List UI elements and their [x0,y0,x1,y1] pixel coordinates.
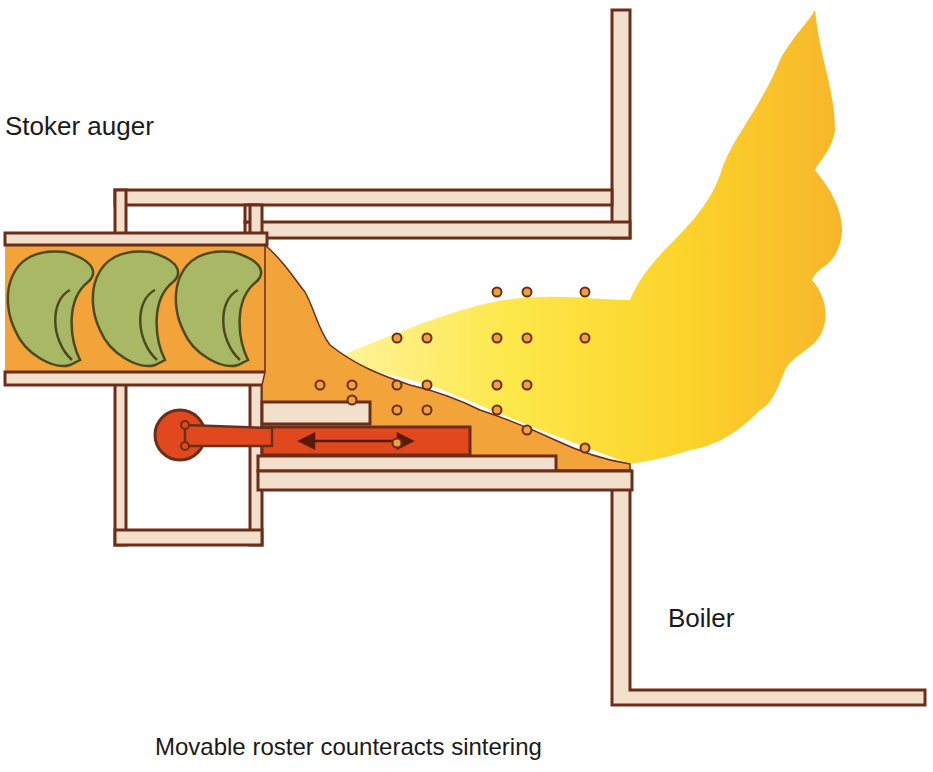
part-label: Boiler [668,604,734,634]
chamber-floor [258,471,632,490]
air-hole [423,334,432,343]
air-hole [523,334,532,343]
crank-pin [181,442,189,450]
air-hole [523,288,532,297]
air-hole [493,406,502,415]
air-hole [393,334,402,343]
auger-flight [93,251,178,366]
crank-pin [181,421,189,429]
air-hole [393,439,402,448]
movable-roster [262,427,470,455]
auger-flight-edge [223,290,240,360]
auger-tube [5,245,265,372]
burner-cover [115,190,612,205]
air-hole [348,381,357,390]
air-hole [581,288,590,297]
caption: Movable roster counteracts sintering [155,733,542,761]
air-hole [581,334,590,343]
auger-tube-wall [5,372,267,385]
grate-base [258,456,556,471]
air-hole [393,406,402,415]
air-hole [348,396,357,405]
air-hole [523,381,532,390]
air-hole [493,288,502,297]
air-hole [423,406,432,415]
air-hole [423,381,432,390]
auger-tube-wall [5,233,267,245]
crank-rod [185,425,272,446]
boiler-wall [612,470,925,705]
fuel-pile [262,245,630,470]
auger-flight [8,251,93,366]
auger-flight-edge [140,290,157,360]
air-hole [523,426,532,435]
air-hole [316,381,325,390]
part-label: Stoker auger [5,112,154,142]
boiler-wall [612,10,630,238]
air-hole [393,381,402,390]
motion-arrow [300,434,412,448]
auger-flight [176,251,261,366]
air-hole [493,381,502,390]
air-hole [493,334,502,343]
auger-flight-edge [55,290,72,360]
air-hole [581,444,590,453]
burner-cover [245,222,630,238]
fixed-grate [262,402,370,424]
support-frame [115,530,262,545]
